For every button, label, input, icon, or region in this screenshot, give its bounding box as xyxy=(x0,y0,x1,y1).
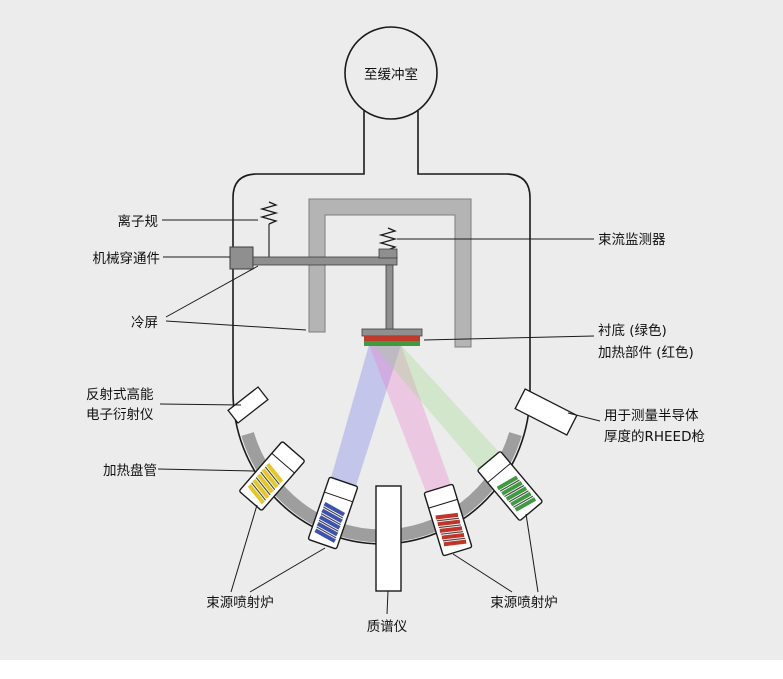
label-effusion-cells-left: 束源喷射炉 xyxy=(206,595,274,611)
rheed-gun xyxy=(514,388,578,436)
leader-effusion-right-2 xyxy=(525,513,539,593)
label-mass-spectrometer: 质谱仪 xyxy=(367,619,408,635)
manipulator-rod xyxy=(252,256,398,266)
mass-spectrometer-probe xyxy=(375,485,402,592)
substrate-support-rod xyxy=(385,264,394,332)
mechanical-feedthrough-block xyxy=(229,246,254,270)
leader-rheed-gun xyxy=(567,412,601,422)
ion-gauge-coil-icon xyxy=(259,201,279,225)
label-heating-coil: 加热盘管 xyxy=(103,462,157,479)
heating-coil-blue xyxy=(314,502,346,543)
label-ion-gauge: 离子规 xyxy=(118,213,159,230)
substrate-assembly xyxy=(361,328,423,346)
label-cold-shield: 冷屏 xyxy=(131,315,158,331)
buffer-chamber-port xyxy=(344,26,438,120)
leader-cold-shield-lower xyxy=(165,320,307,331)
substrate-green xyxy=(364,341,420,346)
label-to-buffer-chamber: 至缓冲室 xyxy=(364,66,418,83)
molecular-beam-blue xyxy=(331,345,401,486)
coil-shading xyxy=(251,466,280,501)
heating-coil-green xyxy=(496,475,537,512)
molecular-beam-pink xyxy=(369,345,451,492)
page-margin-strip xyxy=(0,660,783,679)
heating-coil-red xyxy=(435,512,467,547)
leader-lines xyxy=(157,219,601,615)
label-heating-element: 加热部件 (红色) xyxy=(598,344,694,361)
label-rheed-analyzer-line1: 反射式高能 xyxy=(86,386,154,403)
rod-elbow xyxy=(378,248,398,259)
heating-coil-yellow xyxy=(247,463,284,505)
cold-shield-panel xyxy=(308,198,472,348)
effusion-cell-red xyxy=(423,483,473,557)
molecular-beam-green xyxy=(373,345,499,469)
effusion-cell-blue xyxy=(307,476,359,550)
label-effusion-cells-right: 束源喷射炉 xyxy=(490,595,558,611)
leader-substrate xyxy=(423,335,595,341)
leader-effusion-right-1 xyxy=(452,553,513,593)
label-beam-flux-monitor: 束流监测器 xyxy=(598,232,666,248)
heating-element-red xyxy=(364,336,420,341)
substrate-holder xyxy=(361,328,423,337)
leader-effusion-left-1 xyxy=(230,504,258,593)
label-rheed-analyzer-line2: 电子衍射仪 xyxy=(86,407,154,423)
label-substrate: 衬底 (绿色) xyxy=(598,322,667,339)
leader-heating-coil xyxy=(157,468,255,472)
leader-rheed-analyzer xyxy=(159,403,242,406)
coil-shading xyxy=(436,517,466,542)
coil-shading xyxy=(499,479,534,508)
label-rheed-gun-line1: 用于测量半导体 xyxy=(604,408,699,424)
coil-shading xyxy=(316,506,344,539)
effusion-cell-green xyxy=(477,451,543,521)
beam-flux-monitor-coil-icon xyxy=(378,227,398,251)
leader-cold-shield-upper xyxy=(165,265,259,318)
leader-mass-spec xyxy=(386,590,389,615)
label-rheed-gun-line2: 厚度的RHEED枪 xyxy=(604,428,705,445)
rheed-analyzer-port xyxy=(227,386,269,424)
effusion-cell-yellow xyxy=(239,441,305,511)
leader-effusion-left-2 xyxy=(249,547,326,593)
label-mechanical-feedthrough: 机械穿通件 xyxy=(93,251,161,267)
